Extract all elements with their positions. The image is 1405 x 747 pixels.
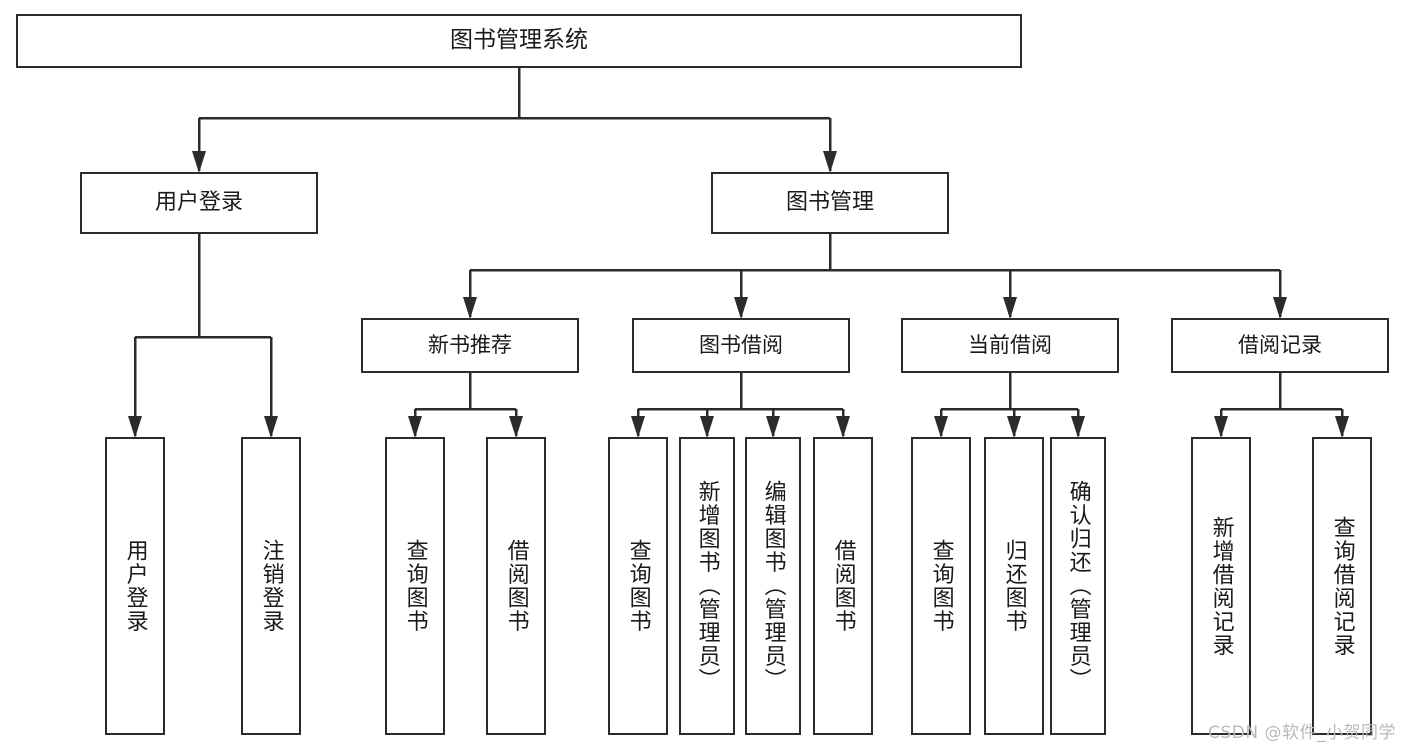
node-label-new-book-rec: 新书推荐 xyxy=(428,333,512,358)
arrowhead-leaf-borrow-book-1 xyxy=(509,416,523,438)
node-label-leaf-query-record: 查询借阅记录 xyxy=(1329,515,1355,657)
node-label-leaf-user-logout: 注销登录 xyxy=(258,539,284,633)
node-label-leaf-return-book: 归还图书 xyxy=(1001,539,1027,633)
node-book-manage[interactable]: 图书管理 xyxy=(711,172,949,234)
arrowhead-leaf-user-login xyxy=(128,416,142,438)
arrowhead-borrow-record xyxy=(1273,297,1287,319)
node-leaf-add-record[interactable]: 新增借阅记录 xyxy=(1191,437,1251,735)
node-label-leaf-add-record: 新增借阅记录 xyxy=(1208,515,1234,657)
node-leaf-borrow-book-1[interactable]: 借阅图书 xyxy=(486,437,546,735)
node-label-leaf-user-login: 用户登录 xyxy=(122,539,148,633)
node-user-login[interactable]: 用户登录 xyxy=(80,172,318,234)
arrowhead-new-book-rec xyxy=(463,297,477,319)
node-new-book-rec[interactable]: 新书推荐 xyxy=(361,318,579,373)
node-label-leaf-borrow-book-1: 借阅图书 xyxy=(503,539,529,633)
arrowhead-leaf-query-book-2 xyxy=(631,416,645,438)
arrowhead-leaf-return-book xyxy=(1007,416,1021,438)
node-root[interactable]: 图书管理系统 xyxy=(16,14,1022,68)
node-leaf-user-logout[interactable]: 注销登录 xyxy=(241,437,301,735)
node-label-user-login: 用户登录 xyxy=(154,190,243,216)
node-leaf-query-record[interactable]: 查询借阅记录 xyxy=(1312,437,1372,735)
node-current-borrow[interactable]: 当前借阅 xyxy=(901,318,1119,373)
node-leaf-confirm-return[interactable]: 确认归还（管理员） xyxy=(1050,437,1106,735)
node-label-leaf-confirm-return: 确认归还（管理员） xyxy=(1065,480,1091,692)
node-label-book-manage: 图书管理 xyxy=(785,190,874,216)
arrowhead-user-login xyxy=(192,151,206,173)
arrowhead-leaf-confirm-return xyxy=(1071,416,1085,438)
arrowhead-leaf-edit-book xyxy=(766,416,780,438)
arrowhead-leaf-query-book-1 xyxy=(408,416,422,438)
arrowhead-book-manage xyxy=(823,151,837,173)
node-label-leaf-borrow-book-2: 借阅图书 xyxy=(830,539,856,633)
node-label-leaf-edit-book: 编辑图书（管理员） xyxy=(760,480,786,692)
arrowhead-leaf-add-record xyxy=(1214,416,1228,438)
arrowhead-leaf-add-book xyxy=(700,416,714,438)
node-leaf-query-book-3[interactable]: 查询图书 xyxy=(911,437,971,735)
node-label-leaf-add-book: 新增图书（管理员） xyxy=(694,480,720,692)
arrowhead-leaf-user-logout xyxy=(264,416,278,438)
node-leaf-query-book-2[interactable]: 查询图书 xyxy=(608,437,668,735)
arrowhead-book-borrow xyxy=(734,297,748,319)
node-label-leaf-query-book-2: 查询图书 xyxy=(625,539,651,633)
watermark: CSDN @软件_小贺同学 xyxy=(1208,723,1396,743)
node-label-borrow-record: 借阅记录 xyxy=(1238,333,1322,358)
node-label-leaf-query-book-1: 查询图书 xyxy=(402,539,428,633)
node-borrow-record[interactable]: 借阅记录 xyxy=(1171,318,1389,373)
node-label-current-borrow: 当前借阅 xyxy=(968,333,1052,358)
node-label-book-borrow: 图书借阅 xyxy=(699,333,783,358)
arrowhead-leaf-query-record xyxy=(1335,416,1349,438)
node-leaf-return-book[interactable]: 归还图书 xyxy=(984,437,1044,735)
node-leaf-borrow-book-2[interactable]: 借阅图书 xyxy=(813,437,873,735)
node-book-borrow[interactable]: 图书借阅 xyxy=(632,318,850,373)
arrowhead-current-borrow xyxy=(1003,297,1017,319)
node-label-leaf-query-book-3: 查询图书 xyxy=(928,539,954,633)
arrowhead-leaf-borrow-book-2 xyxy=(836,416,850,438)
node-leaf-edit-book[interactable]: 编辑图书（管理员） xyxy=(745,437,801,735)
node-leaf-query-book-1[interactable]: 查询图书 xyxy=(385,437,445,735)
node-leaf-user-login[interactable]: 用户登录 xyxy=(105,437,165,735)
node-label-root: 图书管理系统 xyxy=(450,27,588,54)
arrowhead-leaf-query-book-3 xyxy=(934,416,948,438)
node-leaf-add-book[interactable]: 新增图书（管理员） xyxy=(679,437,735,735)
